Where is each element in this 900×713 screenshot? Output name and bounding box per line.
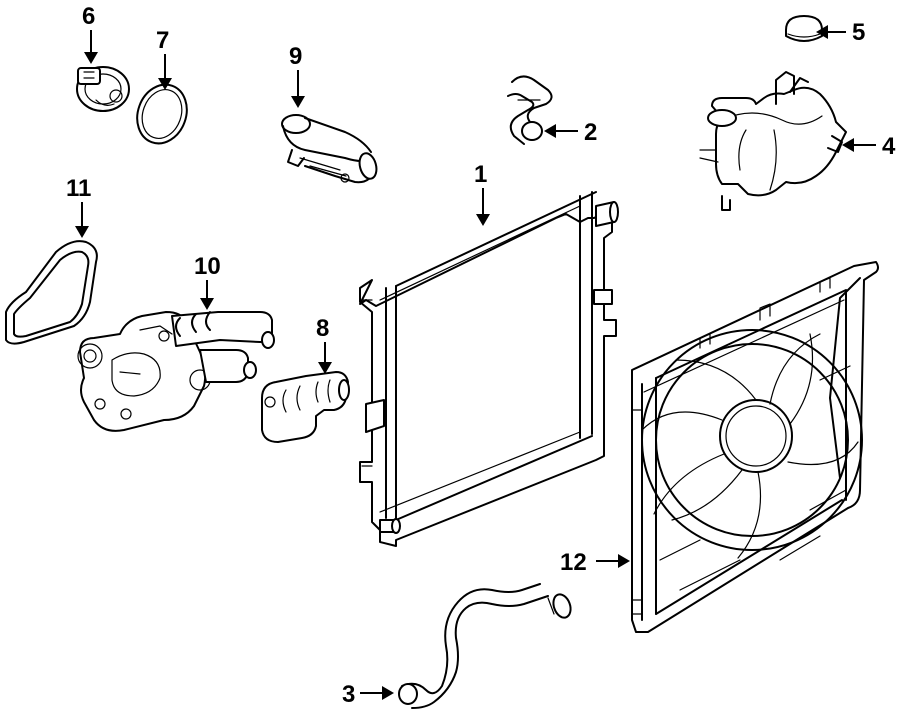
callout-5: 5 (852, 19, 865, 46)
part-thermostat-seal (136, 83, 188, 145)
callout-6: 6 (82, 3, 95, 30)
arrow-8 (318, 362, 332, 374)
part-water-pump-housing (77, 311, 275, 432)
part-bypass-hose (507, 75, 553, 145)
arrow-12 (618, 554, 630, 568)
callout-10: 10 (194, 253, 221, 280)
callout-11: 11 (66, 175, 91, 202)
arrow-2 (544, 124, 556, 138)
callout-9: 9 (289, 43, 302, 70)
part-thermostat (76, 66, 130, 112)
arrow-9 (291, 96, 305, 108)
part-water-outlet (281, 114, 378, 184)
callout-7: 7 (156, 27, 169, 54)
callout-3: 3 (342, 681, 355, 708)
callout-4: 4 (882, 133, 896, 160)
callout-8: 8 (316, 315, 329, 342)
part-radiator (359, 191, 619, 547)
arrow-3 (382, 686, 394, 700)
callout-1: 1 (474, 161, 487, 188)
arrow-4 (842, 138, 854, 152)
part-reservoir-cap (785, 15, 823, 42)
callout-12: 12 (560, 549, 587, 576)
part-coolant-reservoir (699, 71, 847, 211)
part-fan-shroud (631, 261, 879, 633)
part-water-pump-gasket (5, 240, 98, 345)
callout-2: 2 (584, 119, 597, 146)
arrow-5 (816, 25, 828, 39)
arrow-7 (158, 78, 172, 90)
arrow-10 (200, 298, 214, 310)
arrow-11 (75, 226, 89, 238)
arrow-6 (84, 52, 98, 64)
part-lower-radiator-hose (398, 583, 572, 709)
part-hose-connector (261, 371, 350, 443)
arrow-1 (476, 214, 490, 226)
